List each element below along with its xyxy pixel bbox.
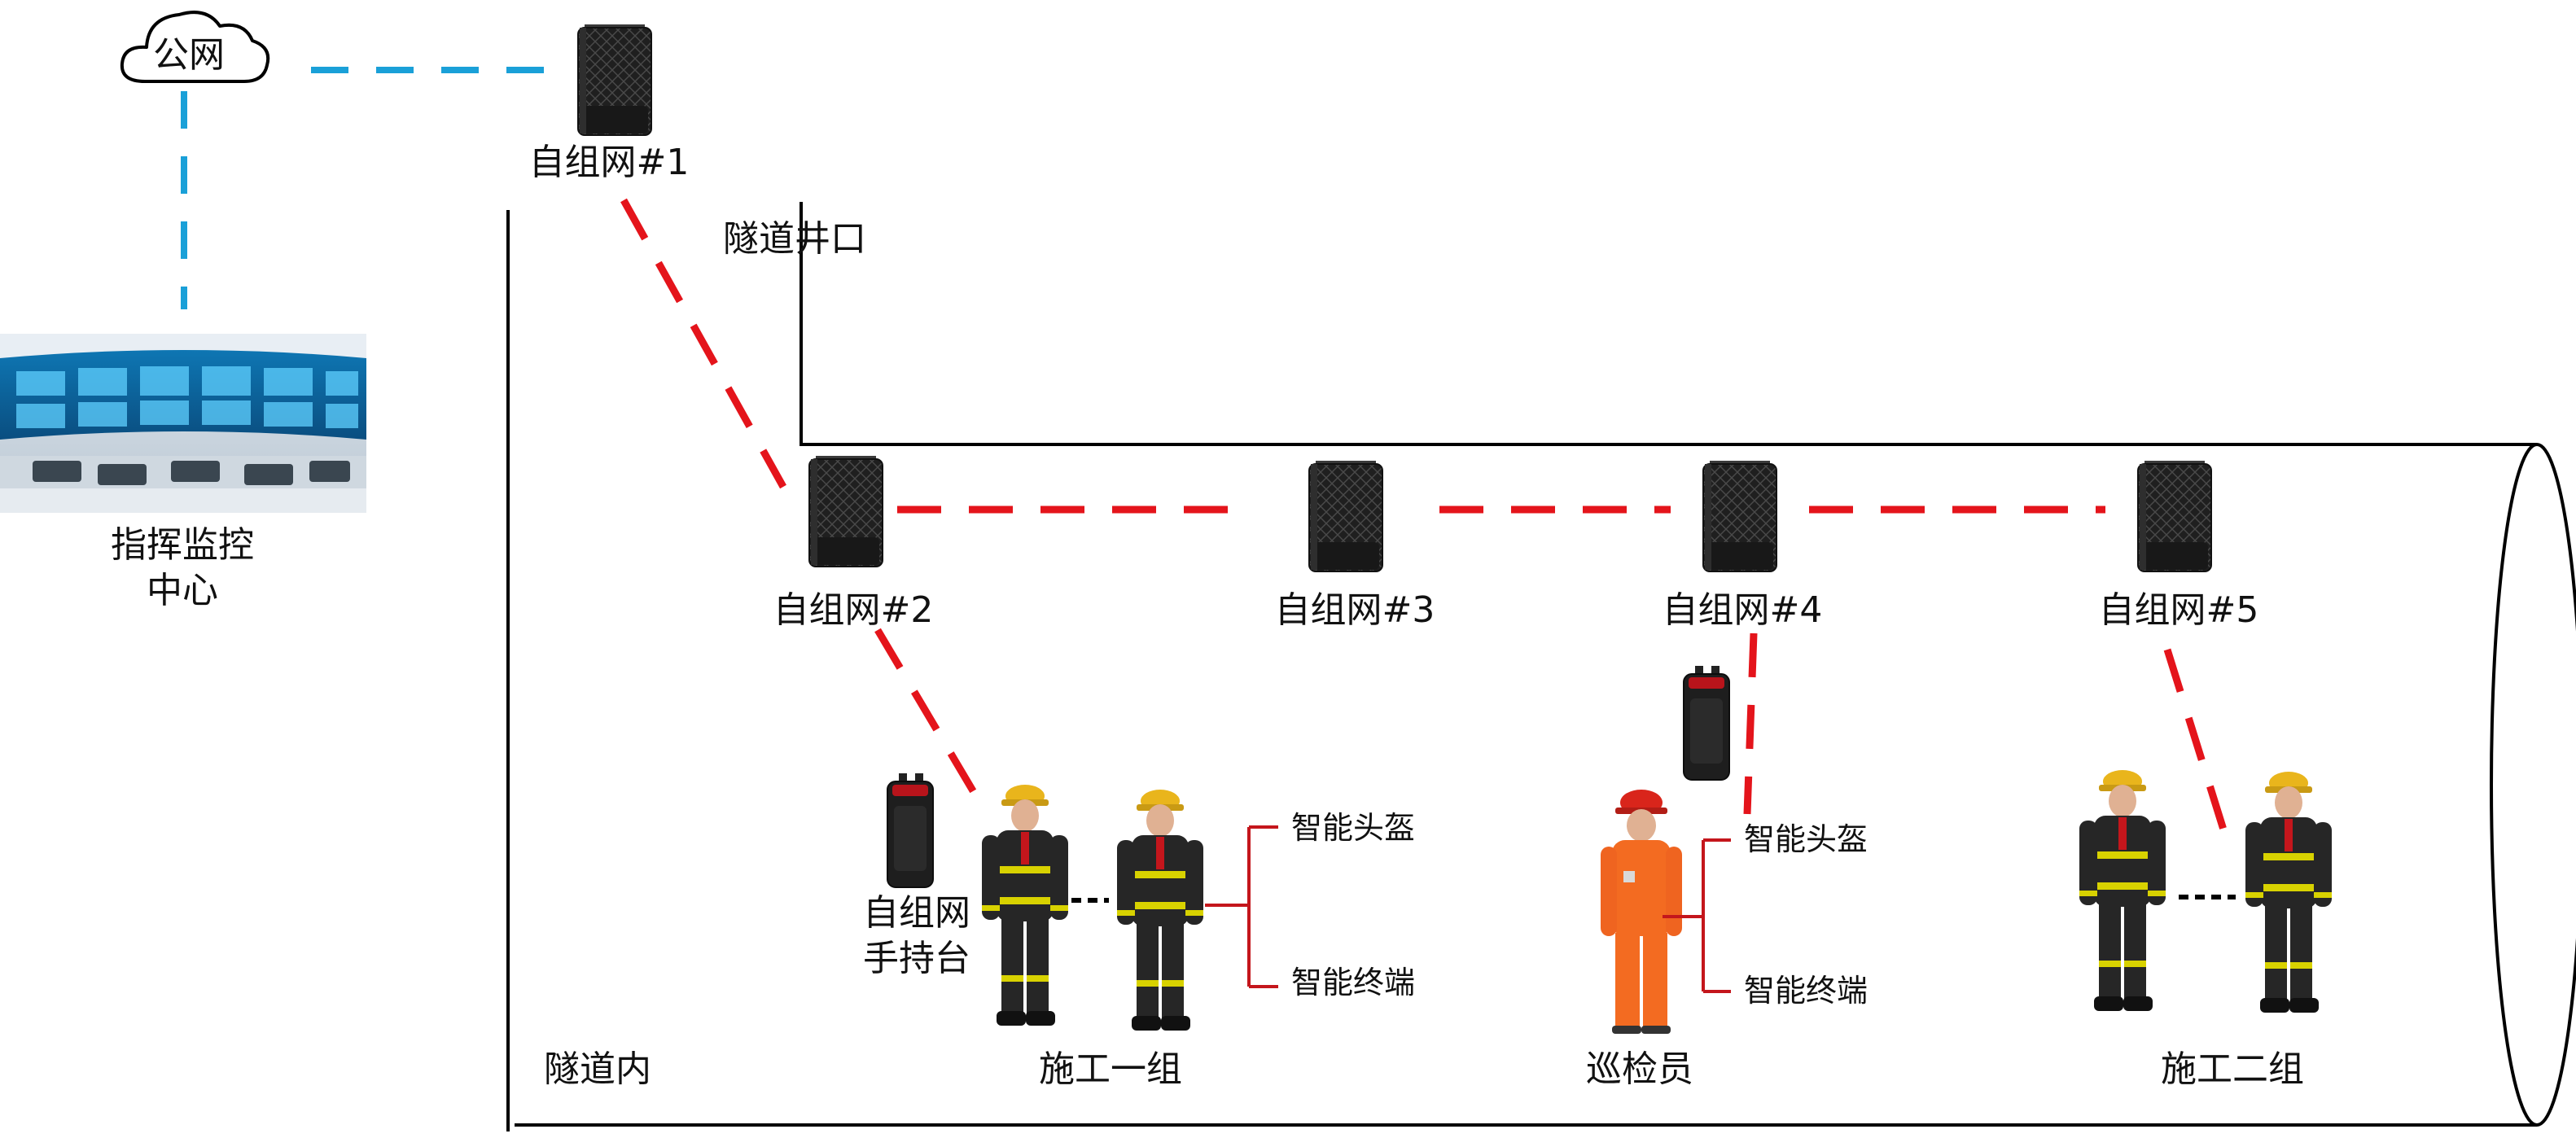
mesh3-label: 自组网#3 <box>1274 589 1435 631</box>
mesh1-label: 自组网#1 <box>528 142 690 183</box>
mesh2-to-team1-link <box>874 628 985 808</box>
patrol-group <box>1601 790 1731 1034</box>
mesh5-to-team2-link <box>2163 648 2235 855</box>
mesh3-device-icon <box>1308 460 1383 572</box>
patrol-label: 巡检员 <box>1586 1048 1693 1090</box>
team1-terminal-label: 智能终端 <box>1291 965 1416 1000</box>
mesh5-label: 自组网#5 <box>2098 589 2259 631</box>
patrol-worker-icon <box>1601 790 1682 1034</box>
mesh-links <box>620 198 2235 855</box>
mesh2-device-icon <box>808 455 883 567</box>
team1-label: 施工一组 <box>1039 1048 1182 1090</box>
command-center-image <box>0 334 366 513</box>
mesh4-label: 自组网#4 <box>1662 589 1823 631</box>
handheld-label: 自组网 手持台 <box>863 891 970 982</box>
handheld-radio-icon <box>887 773 934 888</box>
handheld-label-line2: 手持台 <box>863 938 970 979</box>
team1-helmet-label: 智能头盔 <box>1291 810 1416 846</box>
mesh5-device-icon <box>2137 460 2212 572</box>
mesh1-device-icon <box>577 24 652 136</box>
tunnel-inside-label: 隧道内 <box>544 1048 651 1090</box>
team1-worker-2-icon <box>1117 790 1203 1031</box>
mesh2-label: 自组网#2 <box>773 589 934 631</box>
command-center-label: 指挥监控 中心 <box>111 523 254 614</box>
patrol-radio-icon <box>1683 665 1730 781</box>
team1-worker-1-icon <box>982 785 1068 1026</box>
team1-equipment-bracket <box>1205 825 1278 988</box>
mesh4-device-icon <box>1702 460 1777 572</box>
command-center-label-line1: 指挥监控 <box>111 524 254 566</box>
public-network-links <box>181 67 572 309</box>
cloud-label: 公网 <box>153 34 225 76</box>
handheld-label-line1: 自组网 <box>863 892 970 934</box>
tunnel-structure <box>506 202 2576 1131</box>
command-center-label-line2: 中心 <box>147 570 218 611</box>
cloud-icon <box>120 11 270 83</box>
team2-worker-1-icon <box>2079 770 2166 1011</box>
patrol-helmet-label: 智能头盔 <box>1744 821 1868 857</box>
patrol-equipment-bracket <box>1663 838 1731 993</box>
mesh4-to-patrol-link <box>1743 632 1758 815</box>
team2-label: 施工二组 <box>2161 1048 2304 1090</box>
team1-group <box>982 785 1278 1031</box>
mesh1-to-mesh2-link <box>620 198 786 489</box>
team2-group <box>2079 770 2332 1013</box>
patrol-terminal-label: 智能终端 <box>1744 973 1868 1009</box>
tunnel-shaft-label: 隧道井口 <box>723 218 866 260</box>
tunnel-exit-ellipse <box>2490 443 2576 1127</box>
team2-worker-2-icon <box>2245 772 2332 1013</box>
